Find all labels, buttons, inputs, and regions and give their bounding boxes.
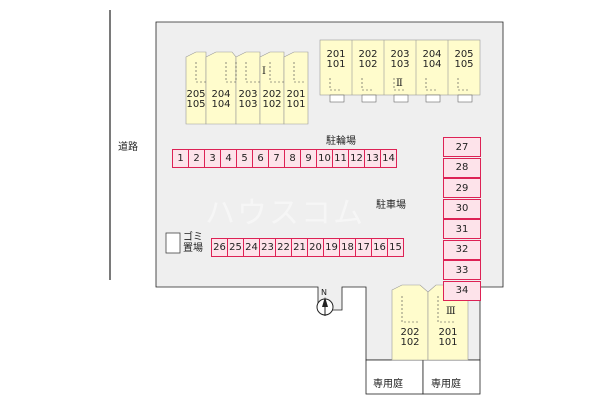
parking-space: 28 — [443, 157, 481, 178]
parking-space: 20 — [307, 238, 324, 257]
parking-space: 26 — [211, 238, 228, 257]
parking-space: 14 — [380, 149, 397, 168]
building-2-label: Ⅱ — [396, 78, 403, 89]
parking-space: 16 — [371, 238, 388, 257]
parking-space: 32 — [443, 239, 481, 260]
parking-space: 27 — [443, 137, 481, 157]
parking-space: 24 — [243, 238, 260, 257]
garbage-area-label: ゴミ 置場 — [183, 232, 203, 254]
north-arrow-icon — [316, 297, 334, 316]
parking-space: 2 — [188, 149, 205, 168]
building-2 — [319, 39, 481, 103]
parking-space: 22 — [275, 238, 292, 257]
garbage-box — [165, 232, 181, 254]
building-1-label: Ⅰ — [262, 66, 266, 77]
parking-space: 21 — [291, 238, 308, 257]
north-label: N — [321, 288, 327, 297]
building-1 — [185, 51, 309, 125]
parking-space: 8 — [284, 149, 301, 168]
parking-space: 25 — [227, 238, 244, 257]
parking-space: 18 — [339, 238, 356, 257]
parking-space: 5 — [236, 149, 253, 168]
parking-space: 19 — [323, 238, 340, 257]
car-parking-label: 駐車場 — [376, 200, 406, 211]
parking-space: 9 — [300, 149, 317, 168]
parking-space: 6 — [252, 149, 269, 168]
building-3-label: Ⅲ — [446, 306, 456, 317]
private-garden-box-left — [365, 359, 424, 395]
parking-space: 17 — [355, 238, 372, 257]
parking-space: 4 — [220, 149, 237, 168]
parking-space: 31 — [443, 219, 481, 239]
private-garden-label-right: 専用庭 — [431, 379, 461, 390]
private-garden-box-right — [422, 359, 481, 395]
building-3 — [391, 284, 469, 361]
parking-space: 34 — [443, 280, 481, 301]
watermark: ハウスコム — [205, 196, 365, 231]
parking-space: 12 — [348, 149, 365, 168]
parking-space: 13 — [364, 149, 381, 168]
parking-space: 15 — [387, 238, 404, 257]
parking-space: 30 — [443, 198, 481, 219]
parking-space: 10 — [316, 149, 333, 168]
parking-space: 33 — [443, 260, 481, 280]
parking-space: 1 — [172, 149, 189, 168]
parking-space: 23 — [259, 238, 276, 257]
parking-space: 29 — [443, 178, 481, 198]
parking-space: 3 — [204, 149, 221, 168]
private-garden-label-left: 専用庭 — [373, 379, 403, 390]
road-label: 道路 — [118, 142, 138, 153]
bicycle-parking-label: 駐輪場 — [326, 136, 356, 147]
parking-space: 11 — [332, 149, 349, 168]
parking-space: 7 — [268, 149, 285, 168]
